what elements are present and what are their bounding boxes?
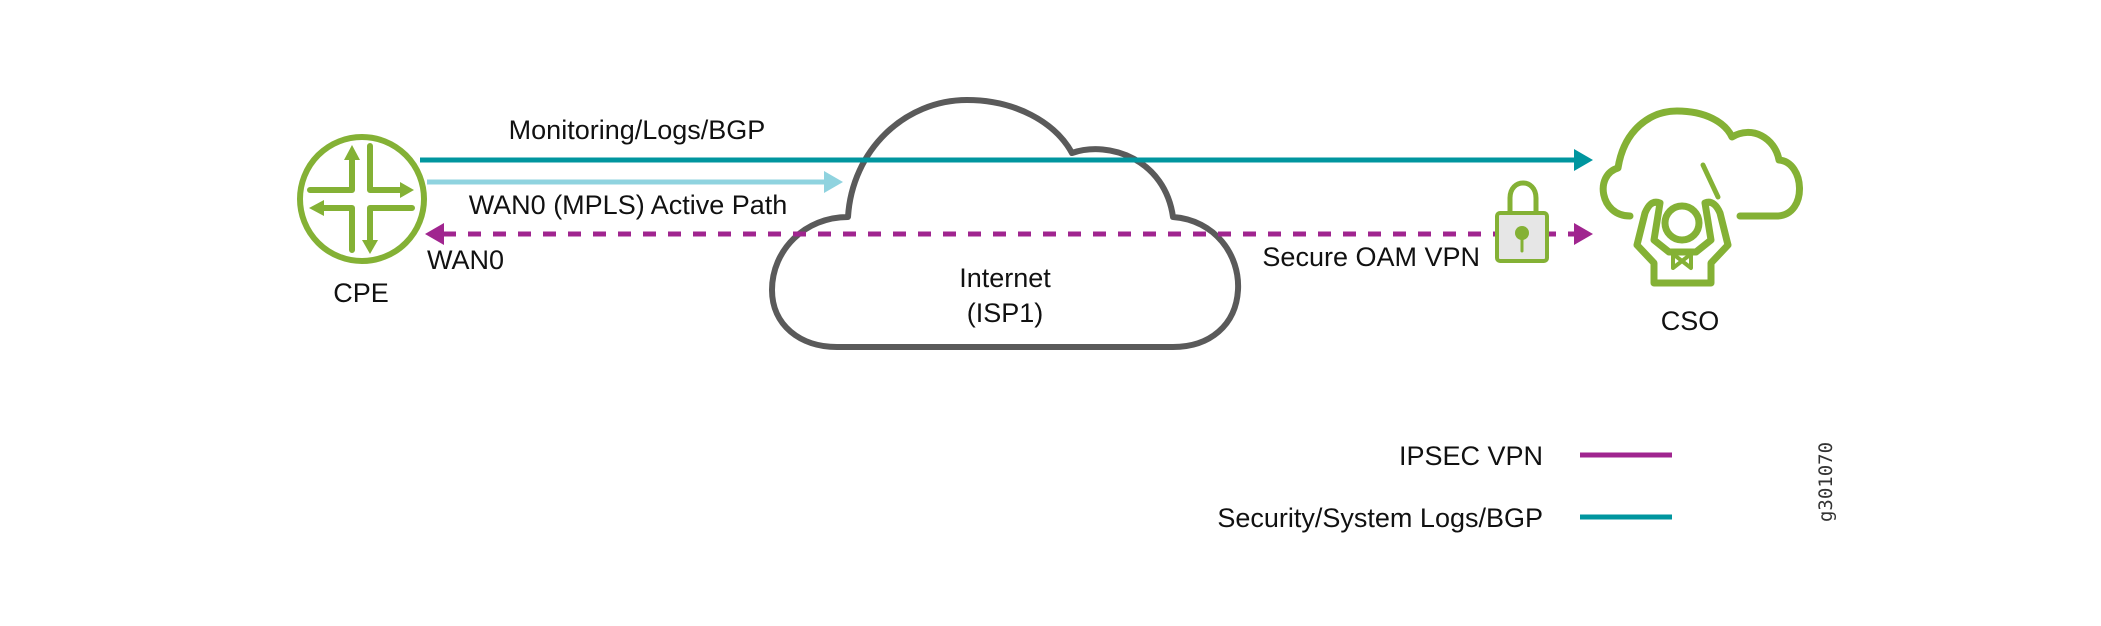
monitoring-label: Monitoring/Logs/BGP <box>509 115 766 145</box>
monitoring-connection: Monitoring/Logs/BGP <box>420 115 1593 171</box>
figure-id: g301070 <box>1815 442 1837 522</box>
lock-icon <box>1495 180 1549 263</box>
legend-item: IPSEC VPN <box>1399 441 1672 471</box>
legend-logs-label: Security/System Logs/BGP <box>1217 503 1543 533</box>
legend-ipsec-label: IPSEC VPN <box>1399 441 1543 471</box>
cpe-node: CPE <box>297 134 427 308</box>
monitoring-arrowhead <box>1574 149 1593 171</box>
cso-node: CSO <box>1599 107 1803 336</box>
cso-label: CSO <box>1661 306 1720 336</box>
legend: IPSEC VPN Security/System Logs/BGP <box>1217 441 1672 533</box>
secure-oam-label: Secure OAM VPN <box>1262 242 1480 272</box>
vpn-arrowhead-right <box>1574 223 1593 245</box>
active-path-arrowhead <box>824 171 843 193</box>
vpn-arrowhead-left <box>425 223 444 245</box>
cloud-orchestrator-icon <box>1599 107 1803 287</box>
wan0-active-path: WAN0 (MPLS) Active Path <box>427 171 843 220</box>
secure-oam-vpn-connection: WAN0 Secure OAM VPN <box>425 223 1593 275</box>
cpe-label: CPE <box>333 278 389 308</box>
active-path-label: WAN0 (MPLS) Active Path <box>469 190 788 220</box>
internet-cloud: Internet (ISP1) <box>769 97 1242 350</box>
isp-label: (ISP1) <box>967 298 1044 328</box>
legend-item: Security/System Logs/BGP <box>1217 503 1672 533</box>
router-icon <box>297 134 427 264</box>
internet-label: Internet <box>959 263 1051 293</box>
wan0-endpoint-label: WAN0 <box>427 245 504 275</box>
